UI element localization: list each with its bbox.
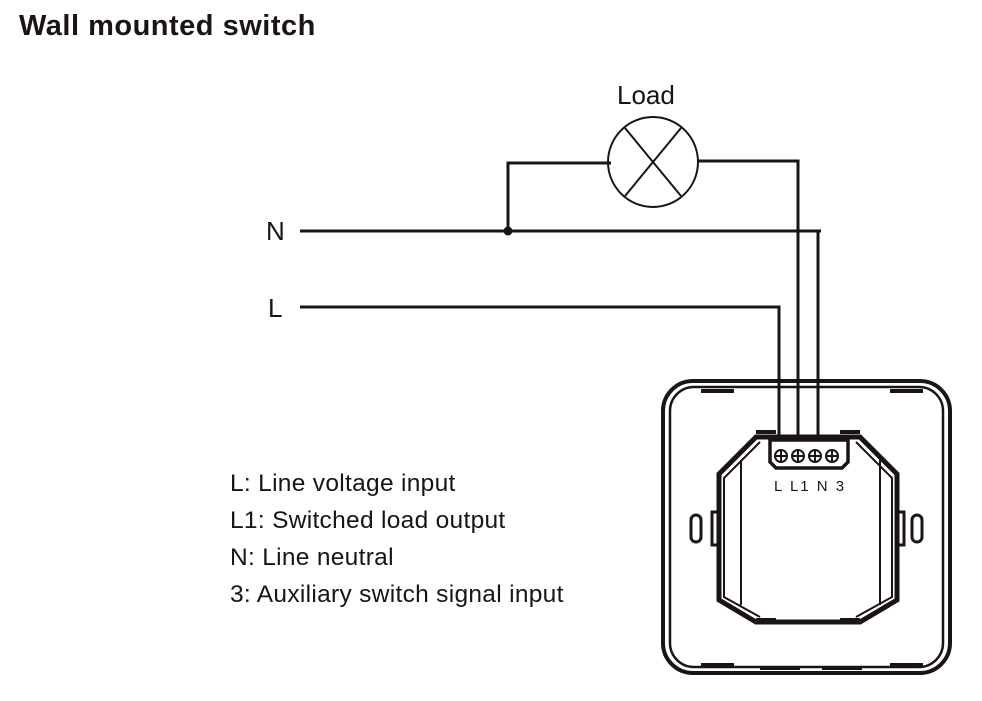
- diagram-title: Wall mounted switch: [19, 10, 316, 42]
- terminal-legend: L: Line voltage input L1: Switched load …: [230, 465, 564, 613]
- lamp-neutral-wire: [506, 161, 611, 231]
- line-wire: [300, 305, 781, 440]
- terminal-block: [768, 438, 850, 470]
- line-supply-label: L: [268, 293, 283, 323]
- wall-switch-icon: [661, 379, 952, 675]
- legend-item-switched-load: L1: Switched load output: [230, 507, 506, 534]
- legend-item-auxiliary: 3: Auxiliary switch signal input: [230, 581, 564, 608]
- mounting-plate: [716, 434, 900, 625]
- terminal-screws: [774, 449, 839, 463]
- legend-item-line: L: Line voltage input: [230, 470, 456, 497]
- load-label: Load: [617, 80, 675, 110]
- terminal-labels: L L1 N 3: [774, 478, 847, 495]
- neutral-supply-label: N: [266, 216, 285, 246]
- switched-load-wire: [697, 159, 800, 440]
- lamp-symbol-icon: [607, 116, 699, 208]
- legend-item-neutral: N: Line neutral: [230, 544, 394, 571]
